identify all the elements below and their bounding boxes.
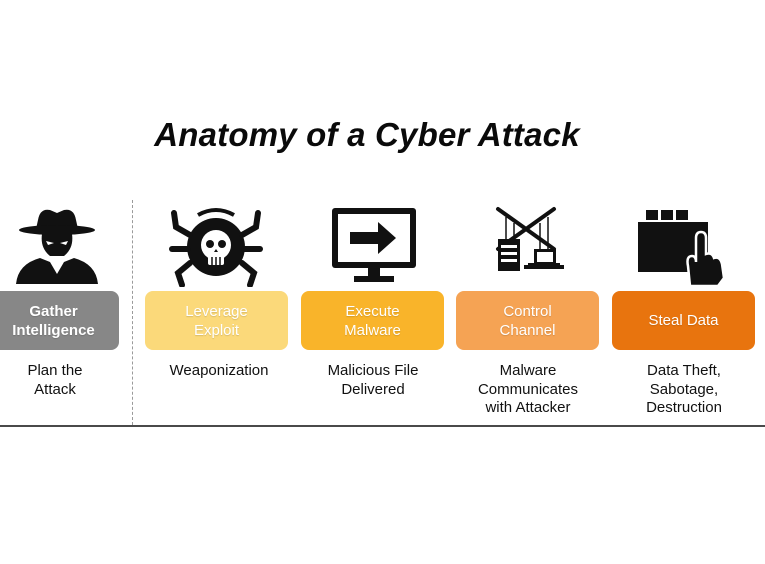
- stage-box-leverage-exploit: Leverage Exploit: [145, 291, 288, 350]
- skull-bug-icon: [169, 208, 263, 287]
- stage-description-gather-intelligence: Plan the Attack: [27, 362, 83, 398]
- monitor-arrow-icon: [332, 208, 416, 282]
- stage-box-steal-data: Steal Data: [612, 291, 755, 350]
- stage-label: Leverage Exploit: [185, 302, 248, 339]
- spy-hacker-icon: [16, 209, 98, 284]
- stage-box-execute-malware: Execute Malware: [301, 291, 444, 350]
- stage-label: Execute Malware: [344, 302, 401, 339]
- stage-box-control-channel: Control Channel: [456, 291, 599, 350]
- stage-label: Steal Data: [648, 312, 719, 329]
- stage-description-steal-data: Data Theft, Sabotage, Destruction: [646, 362, 722, 416]
- stage-box-gather-intelligence: Gather Intelligence: [0, 291, 119, 350]
- stage-description-leverage-exploit: Weaponization: [169, 362, 269, 379]
- stage-label: Control Channel: [499, 302, 556, 339]
- baseline-rule: [0, 425, 765, 427]
- stage-description-control-channel: Malware Communicates with Attacker: [477, 362, 579, 416]
- diagram-title: Anatomy of a Cyber Attack: [154, 116, 580, 153]
- folder-hand-icon: [638, 210, 726, 286]
- puppet-devices-icon: [496, 207, 564, 271]
- stage-label: Gather Intelligence: [12, 302, 95, 339]
- stage-description-execute-malware: Malicious File Delivered: [327, 362, 419, 398]
- stage-divider: [132, 200, 133, 425]
